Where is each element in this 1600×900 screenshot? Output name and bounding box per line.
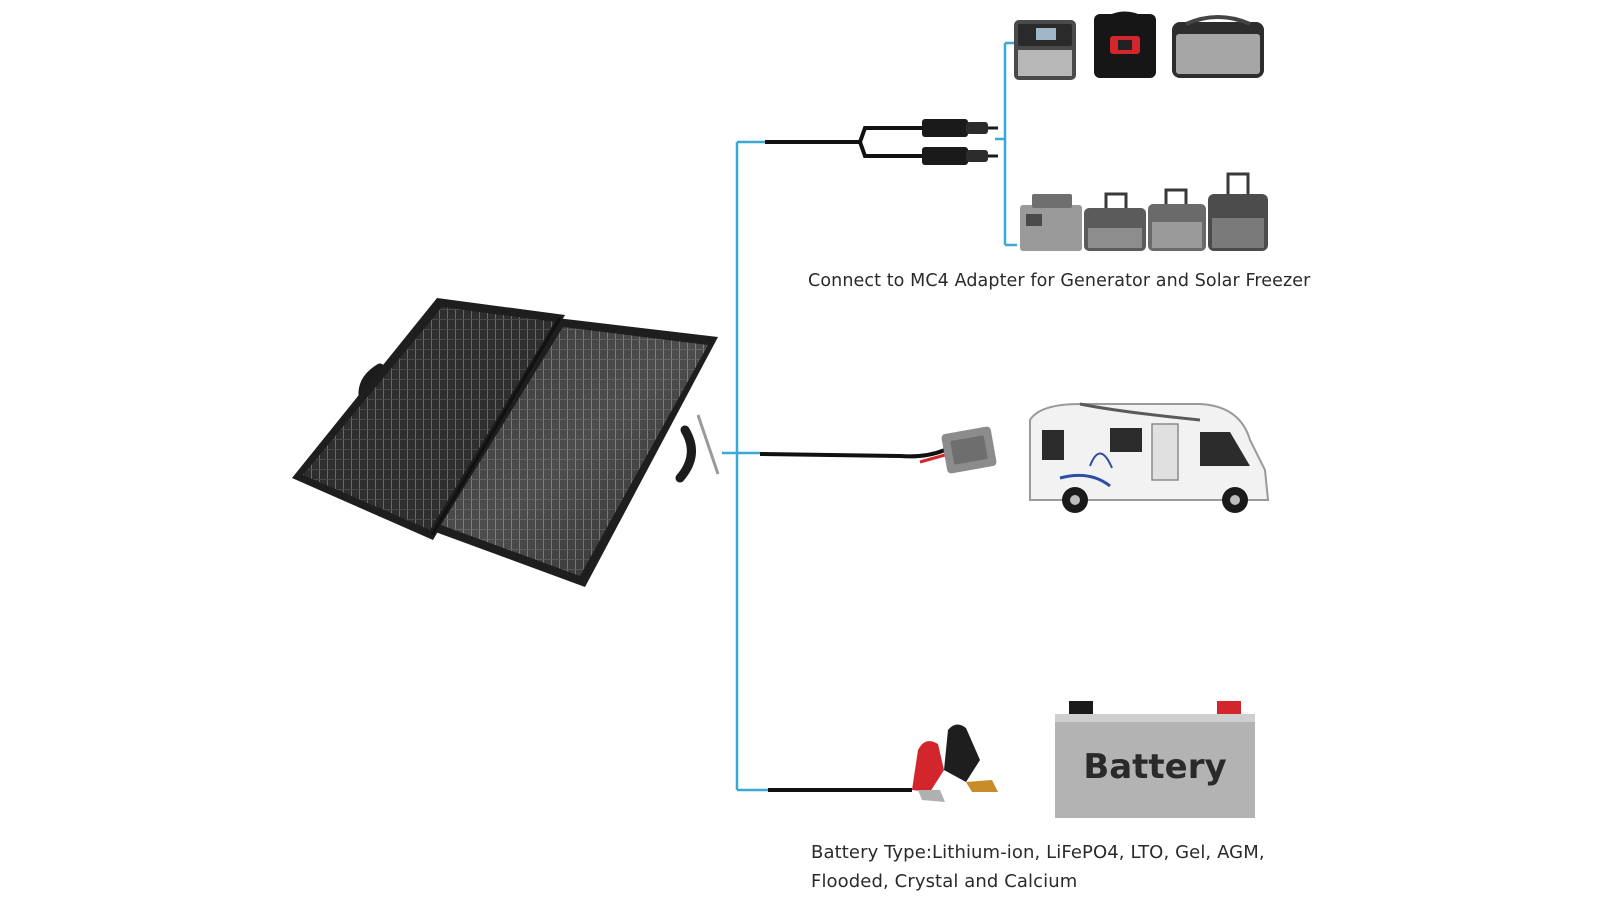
connector-lines — [722, 41, 1017, 792]
battery-type-line-1: Battery Type:Lithium-ion, LiFePO4, LTO, … — [811, 842, 1265, 863]
solar-freezer-icon — [1020, 172, 1268, 251]
alligator-clip-icon — [768, 724, 998, 802]
motorhome-icon — [1029, 402, 1270, 513]
battery-label: Battery — [1083, 747, 1226, 787]
solar-panel-icon — [292, 298, 720, 587]
anderson-connector-icon — [759, 426, 997, 474]
battery-type-line-2: Flooded, Crystal and Calcium — [811, 871, 1078, 892]
mc4-caption: Connect to MC4 Adapter for Generator and… — [808, 271, 1311, 291]
mc4-connector-icon — [765, 119, 998, 165]
battery-type-caption: Battery Type:Lithium-ion, LiFePO4, LTO, … — [811, 838, 1265, 896]
battery-icon: Battery — [1055, 701, 1255, 818]
power-station-icon — [1014, 11, 1264, 80]
